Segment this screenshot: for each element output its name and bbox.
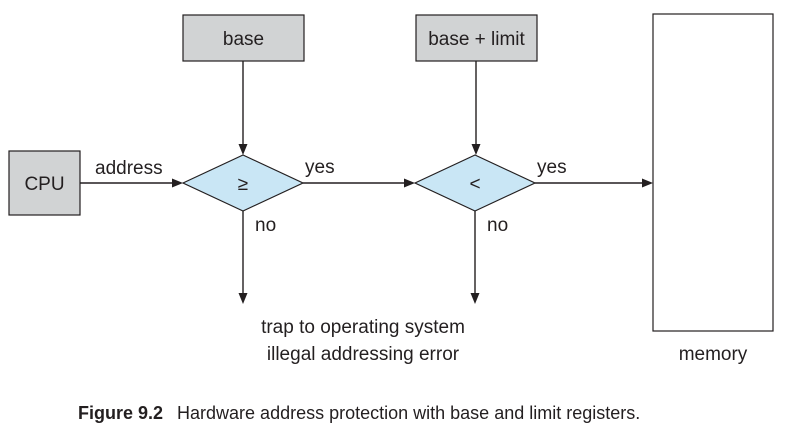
memory-node: memory: [652, 13, 774, 365]
comparator-lt-symbol: <: [469, 174, 480, 195]
arrowhead: [471, 144, 481, 155]
yes-label-2: yes: [537, 157, 567, 178]
base-limit-register-node: base + limit: [415, 14, 538, 62]
figure-caption: Figure 9.2 Hardware address protection wi…: [78, 403, 640, 424]
yes-label-1: yes: [305, 157, 335, 178]
no-label-2: no: [487, 215, 508, 236]
address-label: address: [95, 158, 163, 179]
trap-label-line1: trap to operating system: [261, 317, 465, 338]
comparator-ge-symbol: ≥: [238, 174, 248, 195]
no-label-1: no: [255, 215, 276, 236]
base-register-label: base: [223, 29, 264, 50]
arrowhead: [172, 178, 183, 188]
arrowhead: [470, 293, 480, 304]
arrowhead: [404, 178, 415, 188]
edge-ge-to-trap: [238, 211, 248, 304]
base-register-node: base: [182, 14, 305, 62]
cpu-node: CPU: [8, 150, 81, 216]
edge-base-to-ge: [238, 61, 248, 155]
edge-lt-to-memory: [535, 178, 653, 188]
base-limit-register-label: base + limit: [428, 29, 525, 50]
arrowhead: [238, 144, 248, 155]
figure-caption-text: Hardware address protection with base an…: [177, 403, 641, 423]
arrowhead: [642, 178, 653, 188]
edge-base-limit-to-lt: [471, 61, 481, 155]
comparator-lt-node: <: [413, 154, 537, 212]
edge-lt-to-trap: [470, 211, 480, 304]
edge-cpu-to-ge: [80, 178, 183, 188]
comparator-ge-node: ≥: [181, 154, 305, 212]
edge-ge-to-lt: [303, 178, 415, 188]
cpu-label: CPU: [24, 174, 64, 195]
trap-label-line2: illegal addressing error: [267, 344, 460, 365]
figure-number: Figure 9.2: [78, 403, 164, 423]
arrowhead: [238, 293, 248, 304]
memory-label: memory: [679, 344, 748, 365]
